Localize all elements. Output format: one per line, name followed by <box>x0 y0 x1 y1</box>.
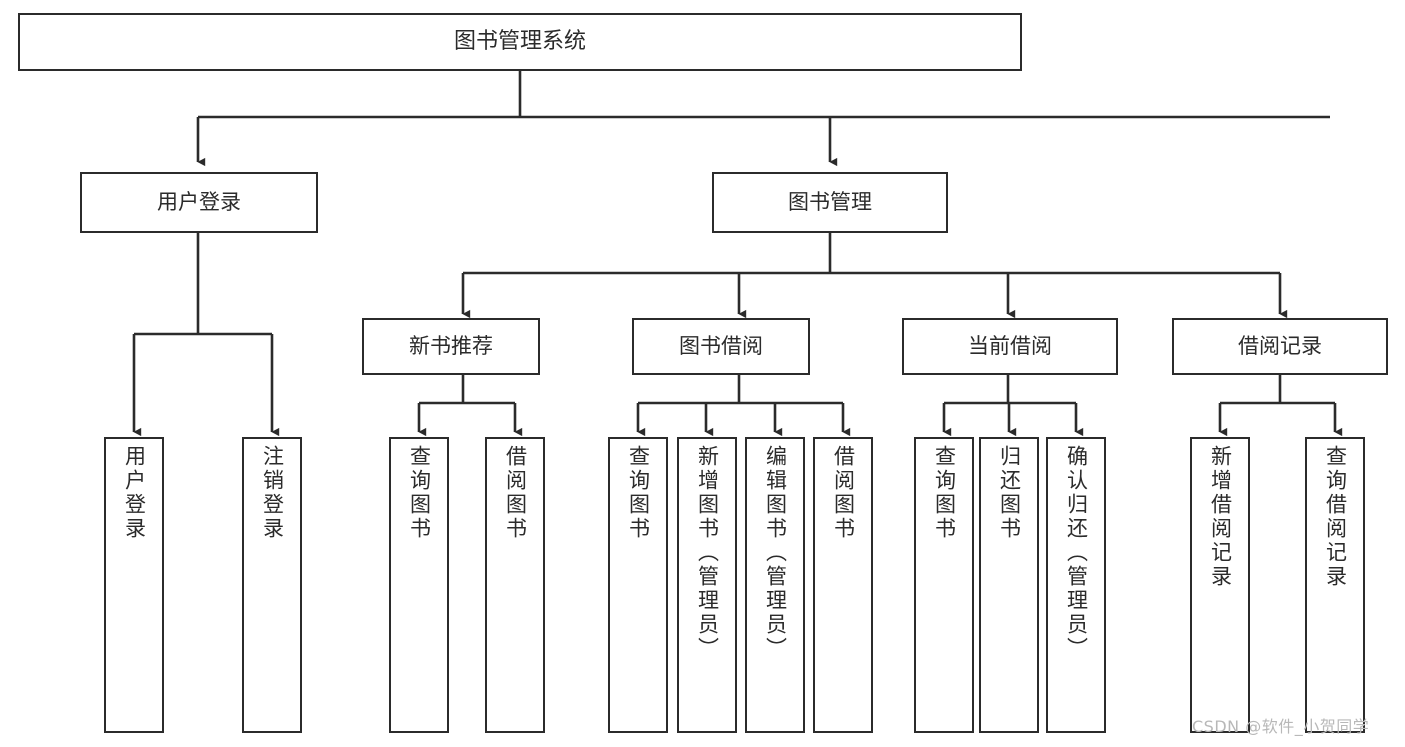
node-root-system-label: 图书管理系统 <box>453 29 586 55</box>
leaf-book-borrow-query[interactable]: 查询图书 <box>608 437 668 733</box>
node-book-management[interactable]: 图书管理 <box>712 172 948 233</box>
leaf-current-borrow-confirm[interactable]: 确认归还（管理员） <box>1046 437 1106 733</box>
node-book-borrow-label: 图书借阅 <box>679 334 763 359</box>
node-book-borrow[interactable]: 图书借阅 <box>632 318 810 375</box>
leaf-user-login-login[interactable]: 用户登录 <box>104 437 164 733</box>
leaf-new-book-query-label: 查询图书 <box>407 445 432 541</box>
leaf-book-borrow-lend[interactable]: 借阅图书 <box>813 437 873 733</box>
node-borrow-record-label: 借阅记录 <box>1238 334 1322 359</box>
node-new-book-recommend-label: 新书推荐 <box>409 334 493 359</box>
leaf-borrow-record-add-label: 新增借阅记录 <box>1208 445 1233 589</box>
leaf-current-borrow-return[interactable]: 归还图书 <box>979 437 1039 733</box>
leaf-user-login-logout[interactable]: 注销登录 <box>242 437 302 733</box>
leaf-current-borrow-return-label: 归还图书 <box>997 445 1022 541</box>
leaf-book-borrow-add[interactable]: 新增图书（管理员） <box>677 437 737 733</box>
node-current-borrow-label: 当前借阅 <box>968 334 1052 359</box>
leaf-borrow-record-query[interactable]: 查询借阅记录 <box>1305 437 1365 733</box>
leaf-book-borrow-edit-label: 编辑图书（管理员） <box>763 445 788 661</box>
leaf-book-borrow-edit[interactable]: 编辑图书（管理员） <box>745 437 805 733</box>
leaf-current-borrow-confirm-label: 确认归还（管理员） <box>1064 445 1089 661</box>
leaf-book-borrow-add-label: 新增图书（管理员） <box>695 445 720 661</box>
leaf-borrow-record-query-label: 查询借阅记录 <box>1323 445 1348 589</box>
node-root-system[interactable]: 图书管理系统 <box>18 13 1022 71</box>
leaf-borrow-record-add[interactable]: 新增借阅记录 <box>1190 437 1250 733</box>
node-borrow-record[interactable]: 借阅记录 <box>1172 318 1388 375</box>
leaf-user-login-logout-label: 注销登录 <box>260 445 285 541</box>
leaf-current-borrow-query-label: 查询图书 <box>932 445 957 541</box>
leaf-new-book-borrow[interactable]: 借阅图书 <box>485 437 545 733</box>
leaf-user-login-login-label: 用户登录 <box>122 445 147 541</box>
node-new-book-recommend[interactable]: 新书推荐 <box>362 318 540 375</box>
leaf-book-borrow-lend-label: 借阅图书 <box>831 445 856 541</box>
node-current-borrow[interactable]: 当前借阅 <box>902 318 1118 375</box>
node-user-login[interactable]: 用户登录 <box>80 172 318 233</box>
node-book-management-label: 图书管理 <box>788 190 872 215</box>
leaf-new-book-borrow-label: 借阅图书 <box>503 445 528 541</box>
leaf-new-book-query[interactable]: 查询图书 <box>389 437 449 733</box>
leaf-current-borrow-query[interactable]: 查询图书 <box>914 437 974 733</box>
leaf-book-borrow-query-label: 查询图书 <box>626 445 651 541</box>
node-user-login-label: 用户登录 <box>157 190 241 215</box>
